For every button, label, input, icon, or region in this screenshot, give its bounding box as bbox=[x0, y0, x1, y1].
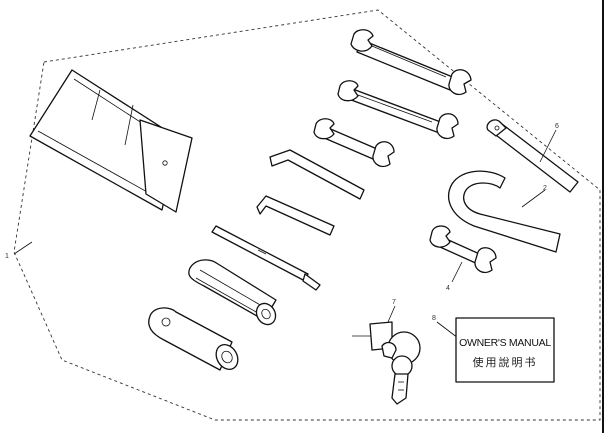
manual-title-en: OWNER'S MANUAL bbox=[459, 337, 551, 349]
pin-spanner bbox=[448, 170, 561, 253]
manual-title-zh: 使用說明书 bbox=[473, 355, 538, 369]
callout-4: 4 bbox=[446, 285, 450, 292]
hex-key-large bbox=[269, 149, 365, 200]
callout-2: 2 bbox=[543, 185, 547, 192]
open-end-wrench-large bbox=[350, 29, 472, 96]
screwdriver bbox=[211, 225, 321, 291]
owners-manual bbox=[455, 317, 555, 383]
callout-8: 8 bbox=[432, 315, 436, 322]
callout-6: 6 bbox=[555, 123, 559, 130]
tommy-bar bbox=[486, 119, 579, 193]
open-end-wrench-small bbox=[313, 118, 395, 168]
tool-bag bbox=[29, 69, 193, 213]
double-open-wrench bbox=[429, 225, 497, 274]
hex-key-small bbox=[256, 195, 335, 236]
plug-wrench-handle bbox=[188, 259, 277, 326]
box-spanner bbox=[148, 307, 239, 371]
ignition-keys bbox=[352, 321, 421, 405]
callout-1: 1 bbox=[5, 253, 9, 260]
open-end-wrench-medium bbox=[337, 80, 459, 140]
kit-group-outline bbox=[13, 9, 601, 421]
callout-7: 7 bbox=[392, 299, 396, 306]
